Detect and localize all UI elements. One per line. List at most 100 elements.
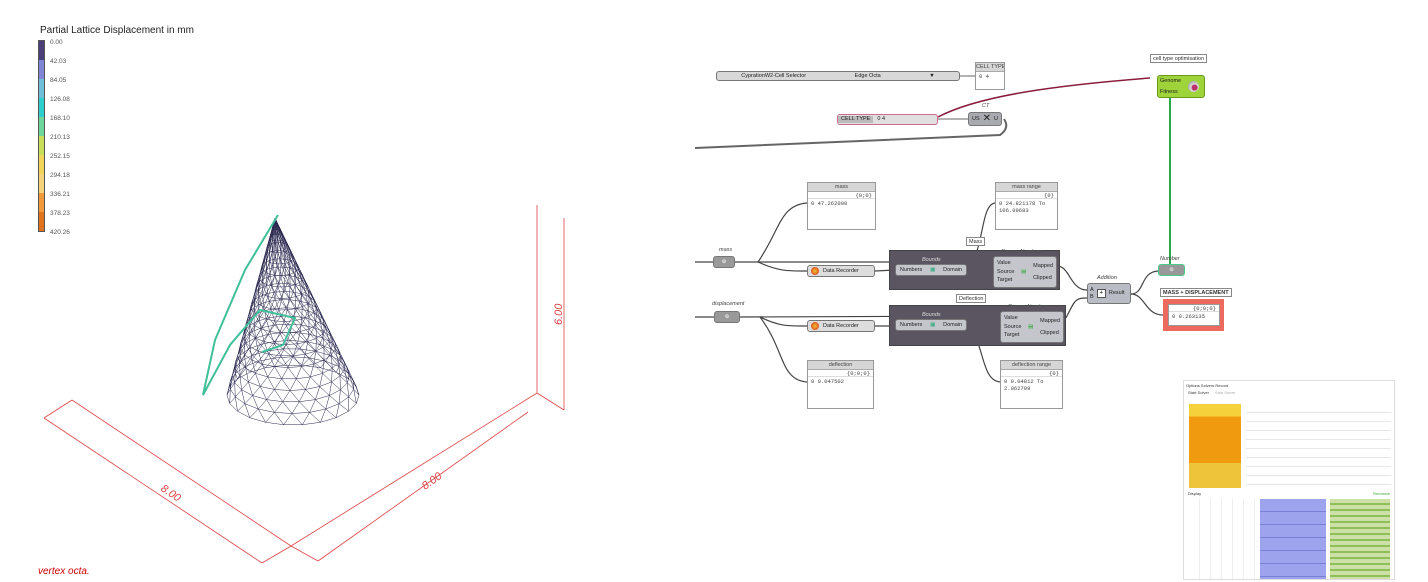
deflection-panel[interactable]: deflection {0;0;0} 0 0.047502 [807, 360, 874, 409]
genome-input: Genome [1160, 78, 1182, 84]
bounds-output: Domain [943, 266, 963, 273]
galapagos-node[interactable]: Genome Fitness [1157, 75, 1205, 98]
cross-icon: ✕ [982, 112, 992, 124]
input-b: B [1090, 293, 1094, 300]
lattice-mesh [202, 214, 360, 426]
start-solver-button[interactable]: Start Solver [1188, 390, 1209, 395]
cell-type-panel[interactable]: CELL TYPE... 0 4 [975, 62, 1005, 90]
deflection-tag: Deflection [956, 294, 987, 303]
legend-tick-label: 168.10 [50, 115, 70, 122]
displacement-param[interactable]: ⊚ [714, 311, 740, 323]
remap-input: Target [997, 277, 1013, 284]
plus-icon: + [1096, 289, 1106, 298]
data-recorder-node[interactable]: Data Recorder [807, 265, 875, 277]
mass-panel[interactable]: mass {0;0} 0 47.262000 [807, 182, 876, 230]
display-label: Display [1188, 491, 1202, 496]
panel-value: 0 0.047502 [811, 378, 845, 385]
remap-input: Source [997, 268, 1015, 275]
galapagos-icon [1188, 81, 1199, 92]
legend-tick-label: 84.05 [50, 77, 67, 84]
mass-range-panel[interactable]: mass range {0} 0 24.821178 To 106.09683 [995, 182, 1058, 230]
panel-title: mass range [996, 183, 1057, 192]
bounds-node[interactable]: Numbers ▦ Domain [895, 264, 967, 276]
bounds-caption: Bounds [922, 312, 941, 318]
remap-output: Clipped [1040, 330, 1059, 336]
legend-tick-label: 0.00 [50, 39, 63, 46]
legend-tick-label: 378.23 [50, 210, 70, 217]
panel-title: mass [808, 183, 875, 192]
galapagos-tabs[interactable]: Options Solvers Record [1186, 383, 1229, 388]
dropdown-arrow-icon[interactable]: ▼ [929, 72, 935, 79]
mass-param[interactable]: ⊚ [713, 256, 735, 268]
cell-type-param[interactable]: CELL TYPE 0 4 [837, 114, 938, 125]
ct-input: US [972, 115, 980, 122]
galapagos-window[interactable]: Options Solvers Record Start Solver Stop… [1183, 380, 1395, 580]
remap-output: Clipped [1033, 275, 1052, 281]
displaced-edge [202, 214, 297, 396]
panel-title: deflection range [1001, 361, 1062, 370]
remap-output: Mapped [1040, 317, 1060, 324]
remap-icon: ▤ [1021, 268, 1027, 275]
cell-selector-value-list[interactable]: CyprationW2-Cell Selector Edge Octa ▼ [716, 71, 960, 81]
remap-caption: Remap Numbers [1001, 249, 1043, 255]
stop-solver-button[interactable]: Stop Solver [1214, 390, 1236, 395]
result-output: Result [1108, 290, 1125, 297]
fitness-list [1330, 499, 1390, 579]
lattice-struts [226, 217, 360, 426]
data-recorder-label: Data Recorder [823, 267, 859, 274]
value-list-selected[interactable]: Edge Octa [854, 72, 881, 79]
bounds-node[interactable]: Numbers ▦ Domain [895, 319, 967, 331]
dim-z-label: 6.00 [553, 303, 565, 325]
ct-node[interactable]: US ✕ U [968, 112, 1002, 126]
bounds-caption: Bounds [922, 257, 941, 263]
value-list-name: CyprationW2-Cell Selector [741, 72, 807, 79]
fitness-input: Fitness [1160, 88, 1178, 95]
panel-path: {0;0} [808, 192, 875, 199]
bounds-output: Domain [943, 321, 963, 328]
legend-tick-label: 336.21 [50, 191, 70, 198]
param-icon: ⊚ [724, 313, 730, 320]
genome-map [1189, 499, 1255, 579]
panel-path: {0;0;0} [1169, 305, 1219, 312]
remap-icon: ▤ [1028, 323, 1034, 330]
legend-title: Partial Lattice Displacement in mm [40, 25, 194, 36]
bounds-input: Numbers [899, 266, 923, 273]
bounds-icon: ▦ [930, 266, 936, 273]
mass-displacement-tag: MASS + DISPLACEMENT [1160, 288, 1232, 297]
data-recorder-node[interactable]: Data Recorder [807, 320, 875, 332]
mass-tag: Mass [966, 237, 986, 246]
remap-input: Source [1004, 323, 1022, 330]
panel-path: {0} [996, 192, 1057, 199]
cell-type-optimisation-tag: cell type optimisation [1150, 54, 1208, 63]
record-icon[interactable] [811, 267, 819, 275]
panel-value: 0 0.04812 To 2.062799 [1004, 378, 1044, 392]
result-panel[interactable]: {0;0;0} 0 0.263135 [1168, 304, 1220, 326]
param-value: 0 4 [877, 116, 886, 123]
bounds-icon: ▦ [930, 321, 936, 328]
bounds-input: Numbers [899, 321, 923, 328]
panel-value: 0 24.821178 To 106.09683 [999, 200, 1046, 214]
mass-caption: mass [719, 247, 733, 253]
record-icon[interactable] [811, 322, 819, 330]
input-a: A [1090, 287, 1094, 293]
panel-title: deflection [808, 361, 873, 370]
legend-tick-label: 294.18 [50, 172, 70, 179]
reinstate-button[interactable]: Reinstate [1373, 491, 1390, 496]
remap-input: Value [997, 260, 1011, 267]
remap-input: Value [1004, 315, 1018, 322]
caption: vertex octa. [38, 566, 90, 577]
number-param[interactable]: ⊚ [1158, 264, 1185, 276]
legend-tick-label: 210.13 [50, 134, 70, 141]
deflection-range-panel[interactable]: deflection range {0} 0 0.04812 To 2.0627… [1000, 360, 1063, 409]
legend-color-bar [38, 40, 45, 232]
genome-list [1260, 499, 1326, 579]
dimension-lines [43, 205, 565, 564]
fitness-graph [1189, 404, 1241, 488]
lattice-viewport[interactable]: 8.00 8.00 6.00 [0, 0, 600, 582]
param-icon: ⊚ [721, 258, 727, 265]
panel-path: {0} [1001, 370, 1062, 377]
panel-value: 0 47.262000 [811, 200, 848, 207]
